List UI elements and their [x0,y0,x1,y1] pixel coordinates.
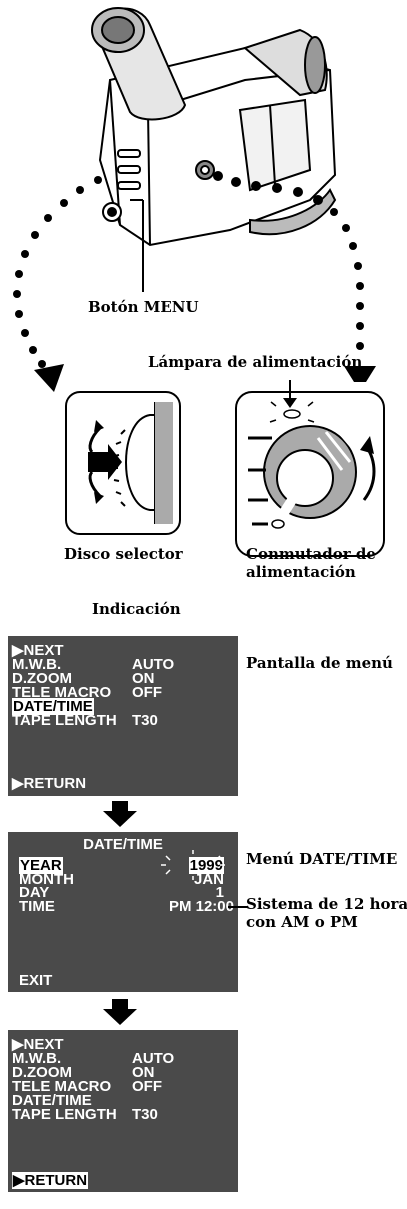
menu-item-datetime-highlighted: DATE/TIME [12,698,94,715]
down-arrow-icon [103,801,137,827]
power-switch-diagram [235,380,385,557]
camcorder-icon [91,7,337,247]
power-lamp-label: Lámpara de alimentación [148,353,363,371]
twelve-hour-note-line1: Sistema de 12 horas [246,895,407,913]
datetime-label-month: MONTH [19,871,74,888]
menu-item-datetime: DATE/TIME [12,698,94,715]
menu-value-tape-length: T30 [132,1106,158,1123]
menu-item-return: ▶RETURN [12,1172,89,1189]
blink-indicator-icon [161,850,225,880]
power-switch-label-line1: Conmutador de [246,545,376,563]
menu-value-dzoom: ON [132,670,155,687]
menu-value-mwb: AUTO [132,656,175,673]
datetime-label-day: DAY [19,884,50,901]
menu-return-screen: ▶NEXT M.W.B. AUTO D.ZOOM ON TELE MACRO O… [8,1030,238,1192]
datetime-value-month: JAN [193,871,224,888]
menu-item-mwb: M.W.B. [12,656,62,673]
menu-item-next: ▶NEXT [12,642,64,659]
selector-dial-diagram [65,391,181,535]
menu-item-mwb: M.W.B. [12,1050,62,1067]
twelve-hour-note-line2: con AM o PM [246,913,358,931]
datetime-screen: DATE/TIME YEAR MONTH DAY TIME 1999 JAN 1… [8,832,238,992]
datetime-value-time: PM 12:00 [168,898,234,915]
leader-line [228,906,248,908]
menu-item-tele-macro: TELE MACRO [12,684,112,701]
menu-item-dzoom: D.ZOOM [12,670,72,687]
power-switch-label-line2: alimentación [246,563,356,581]
camcorder-illustration [13,7,385,557]
menu-item-dzoom: D.ZOOM [12,1064,72,1081]
menu-item-return-highlighted: ▶RETURN [12,1172,89,1189]
menu-value-tele-macro: OFF [132,1078,162,1095]
down-arrow-icon [103,999,137,1025]
datetime-label-time: TIME [19,898,55,915]
datetime-value-day: 1 [215,884,224,901]
menu-item-tape-length: TAPE LENGTH [12,1106,117,1123]
menu-item-return: ▶RETURN [12,775,87,792]
datetime-value-year: 1999 [188,857,224,874]
datetime-title: DATE/TIME [83,836,163,853]
selector-dial-label: Disco selector [64,545,183,563]
menu-item-datetime: DATE/TIME [12,1092,92,1109]
menu-button-label: Botón MENU [88,298,199,316]
menu-item-next: ▶NEXT [12,1036,64,1053]
datetime-exit: EXIT [19,972,53,989]
dotted-arrow-left-icon [13,176,102,392]
menu-value-dzoom: ON [132,1064,155,1081]
menu-item-tape-length: TAPE LENGTH [12,712,117,729]
dotted-arrow-right-icon [213,171,376,382]
datetime-screen-caption: Menú DATE/TIME [246,850,398,868]
menu-value-mwb: AUTO [132,1050,175,1067]
menu-screen: ▶NEXT M.W.B. AUTO D.ZOOM ON TELE MACRO O… [8,636,238,796]
menu-value-tele-macro: OFF [132,684,162,701]
menu-screen-caption: Pantalla de menú [246,654,393,672]
display-heading: Indicación [92,600,181,618]
menu-item-tele-macro: TELE MACRO [12,1078,112,1095]
menu-value-tape-length: T30 [132,712,158,729]
datetime-label-year: YEAR [19,857,63,874]
